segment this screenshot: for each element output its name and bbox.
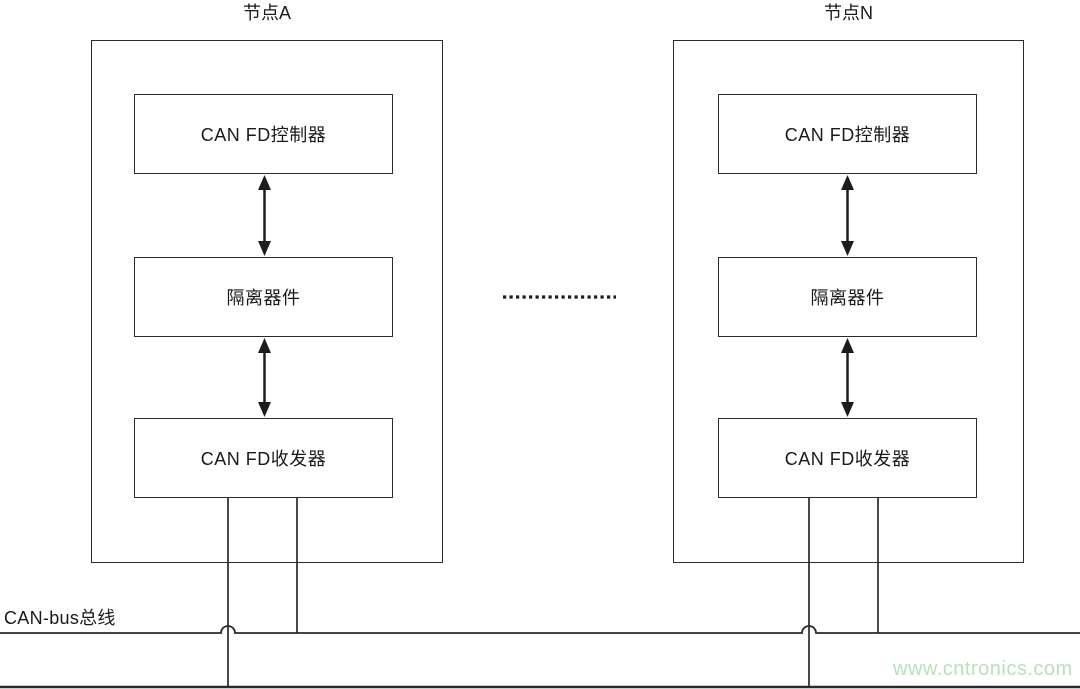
node-a-arrow-controller-isolator-icon [258,175,271,256]
node-a-controller-block: CAN FD控制器 [134,94,393,174]
node-a-transceiver-block: CAN FD收发器 [134,418,393,498]
bus-wire-upper [0,625,1080,634]
bus-label: CAN-bus总线 [4,608,116,628]
node-n-transceiver-label: CAN FD收发器 [784,449,911,469]
node-n-isolator-block: 隔离器件 [718,257,977,337]
node-a-title: 节点A [242,3,291,23]
node-n-arrow-isolator-transceiver-icon [841,338,854,417]
node-n-isolator-label: 隔离器件 [810,288,885,308]
node-a-isolator-label: 隔离器件 [226,288,301,308]
node-a-transceiver-label: CAN FD收发器 [200,449,327,469]
node-n-box [673,40,1024,563]
watermark-text: www.cntronics.com [893,658,1073,680]
node-n-transceiver-block: CAN FD收发器 [718,418,977,498]
node-a-box [91,40,443,563]
node-n-title: 节点N [824,3,873,23]
node-n-controller-label: CAN FD控制器 [784,125,911,145]
node-a-controller-label: CAN FD控制器 [200,125,327,145]
node-a-arrow-isolator-transceiver-icon [258,338,271,417]
node-n-controller-block: CAN FD控制器 [718,94,977,174]
node-a-isolator-block: 隔离器件 [134,257,393,337]
node-n-arrow-controller-isolator-icon [841,175,854,256]
